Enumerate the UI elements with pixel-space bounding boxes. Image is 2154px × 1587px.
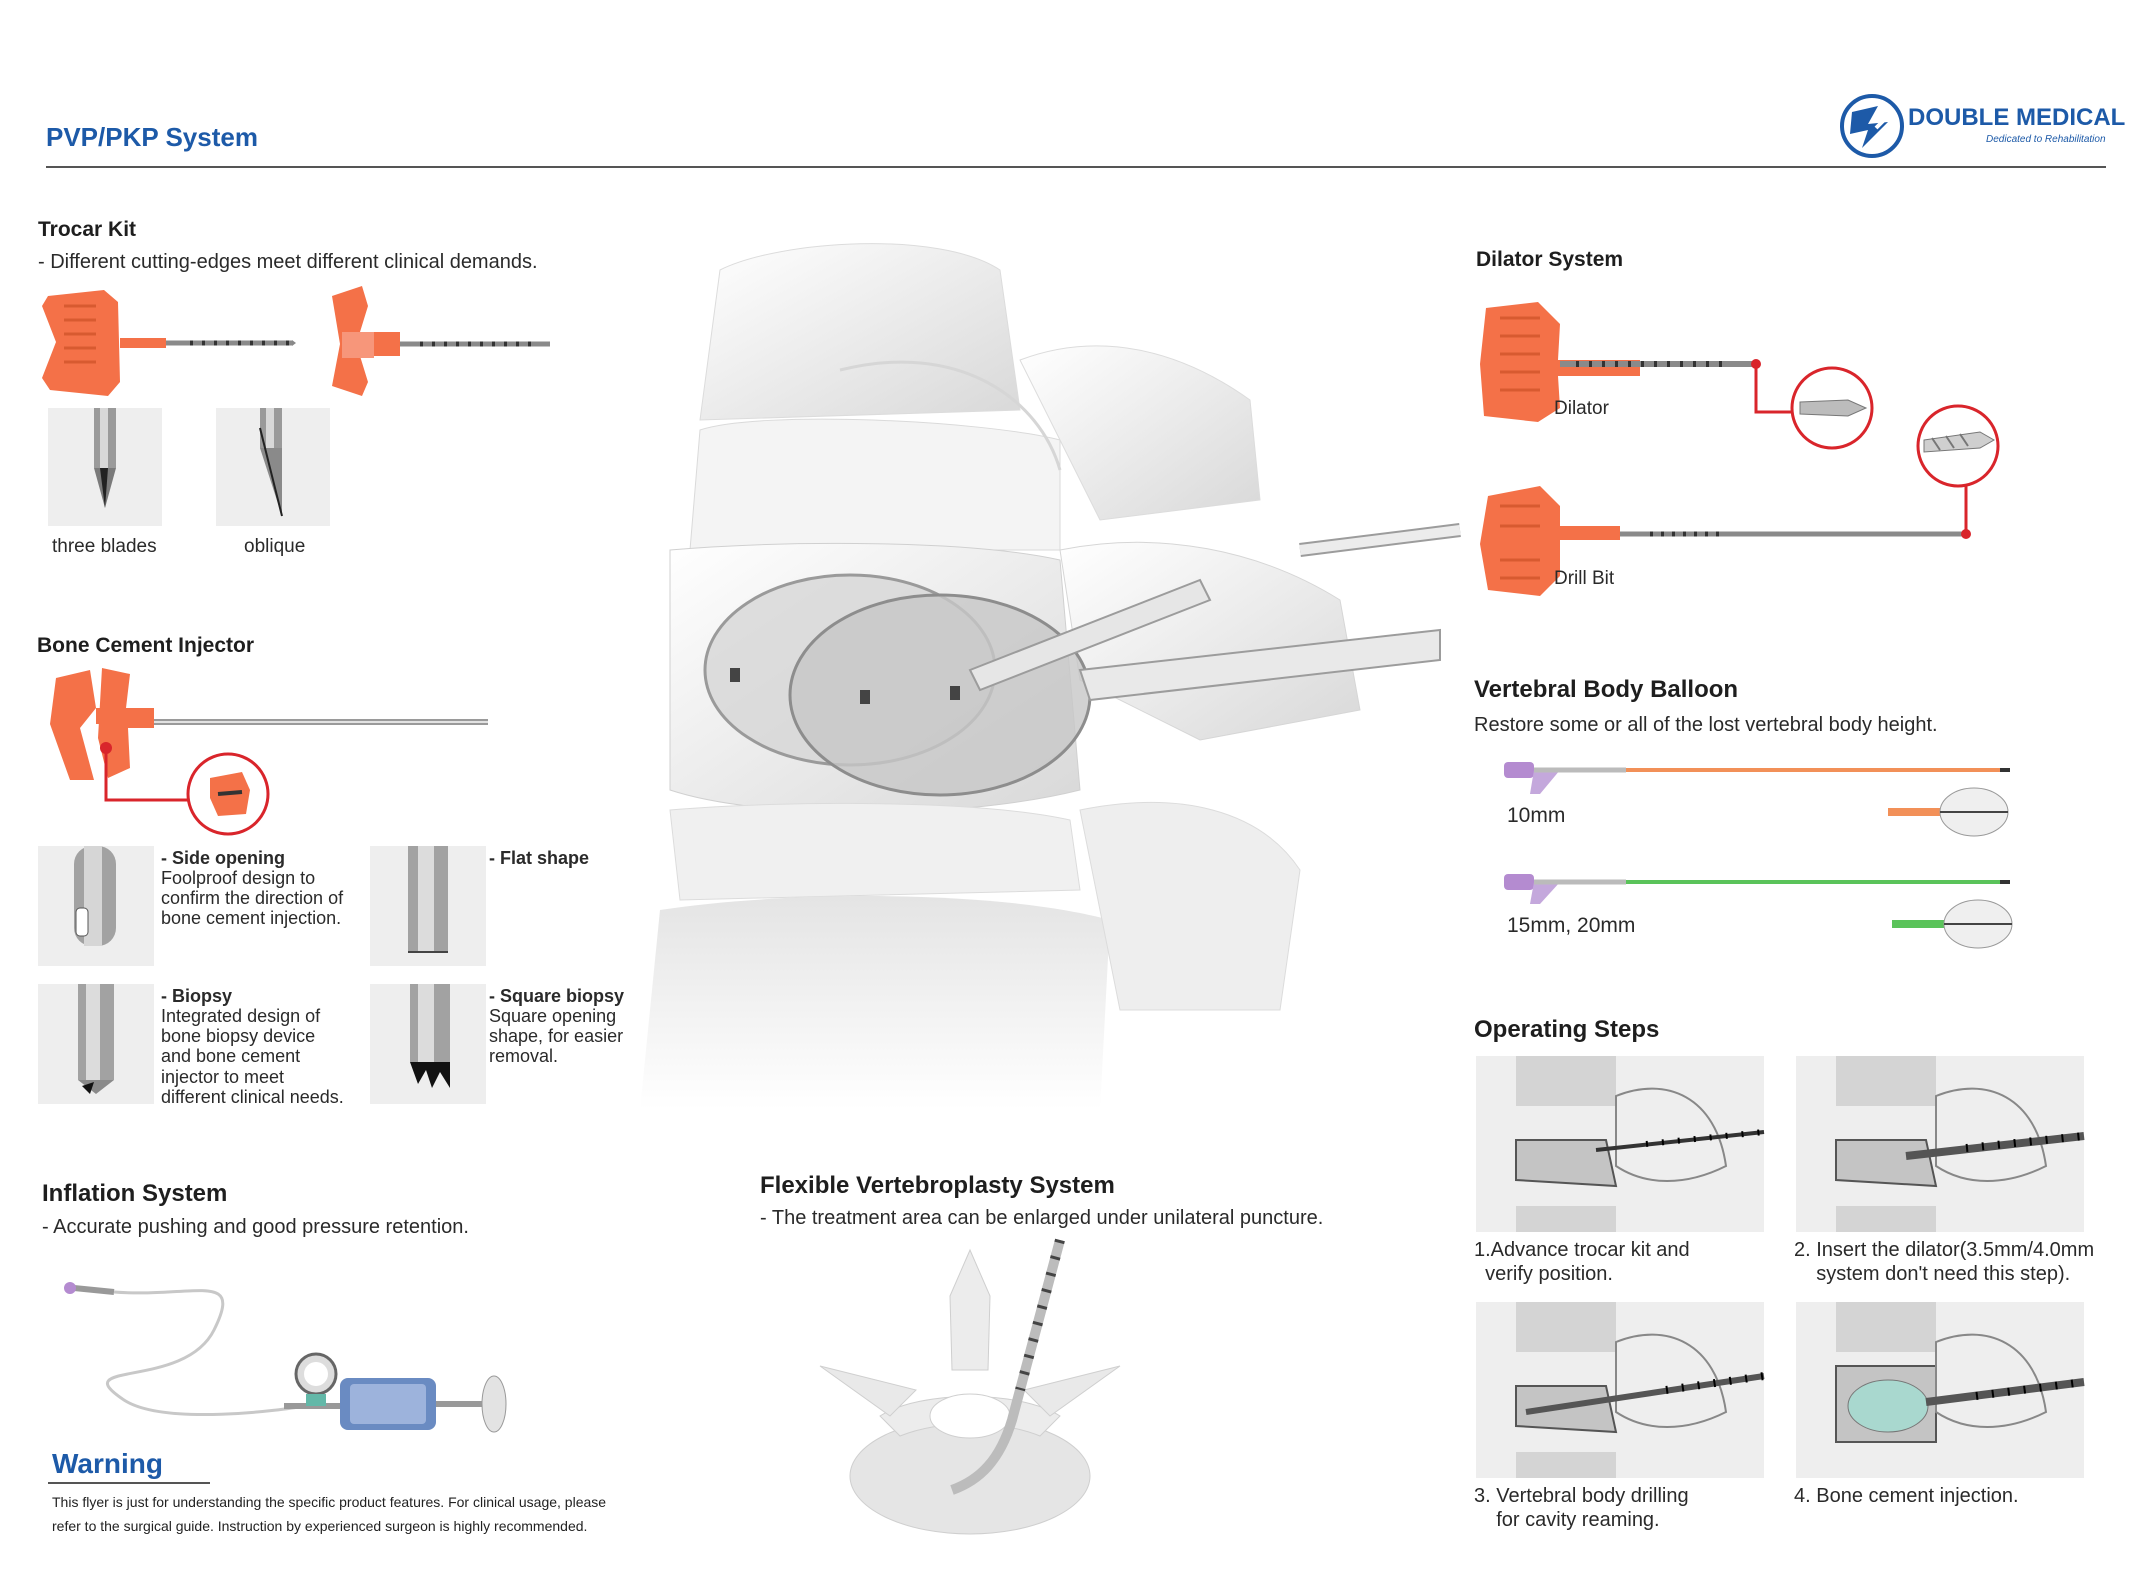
step-1-caption: 1.Advance trocar kit and verify position… <box>1474 1239 1690 1285</box>
spine-balloon-illustration <box>640 243 1461 1110</box>
drill-bit-label: Drill Bit <box>1554 568 1615 589</box>
step-4-image <box>1796 1302 2085 1478</box>
inflation-title: Inflation System <box>42 1180 228 1207</box>
flexible-title: Flexible Vertebroplasty System <box>760 1172 1115 1199</box>
balloon-devices <box>1504 762 2013 949</box>
balloon-size-10: 10mm <box>1507 804 1566 827</box>
balloon-size-15-20: 15mm, 20mm <box>1507 914 1636 937</box>
brand-name: DOUBLE MEDICAL <box>1908 104 2126 131</box>
flexible-desc: - The treatment area can be enlarged und… <box>760 1207 1324 1229</box>
brand-logo: DOUBLE MEDICAL Dedicated to Rehabilitati… <box>1838 92 2125 164</box>
header-divider <box>46 166 2106 168</box>
step-1-image <box>1476 1056 1765 1232</box>
trocar-title: Trocar Kit <box>38 218 137 241</box>
feature-biopsy: - Biopsy Integrated design of bone biops… <box>161 986 361 1107</box>
feature-square-biopsy: - Square biopsy Square opening shape, fo… <box>489 986 639 1067</box>
dilator-title: Dilator System <box>1476 248 1624 271</box>
step-4-caption: 4. Bone cement injection. <box>1794 1485 2019 1507</box>
trocar-desc: - Different cutting-edges meet different… <box>38 251 538 273</box>
tip-label-three-blades: three blades <box>52 536 157 557</box>
injector-device <box>50 668 488 836</box>
balloon-desc: Restore some or all of the lost vertebra… <box>1474 714 1938 736</box>
feature-square-biopsy-title: - Square biopsy <box>489 986 625 1006</box>
brand-tagline: Dedicated to Rehabilitation <box>1986 134 2106 145</box>
flexible-vertebra-illustration <box>819 1238 1121 1535</box>
step-3-image <box>1476 1302 1765 1478</box>
page-title: PVP/PKP System <box>46 122 258 152</box>
inflation-device <box>64 1282 507 1433</box>
double-medical-logo-icon <box>1840 94 1904 158</box>
trocar-devices <box>42 286 550 396</box>
balloon-title: Vertebral Body Balloon <box>1474 676 1739 703</box>
feature-square-biopsy-desc: Square opening shape, for easier removal… <box>489 1006 624 1067</box>
balloon-15-20mm <box>1504 874 2013 949</box>
dilator-label: Dilator <box>1554 398 1609 419</box>
injector-title: Bone Cement Injector <box>37 634 255 657</box>
feature-flat-shape-title: - Flat shape <box>489 848 590 868</box>
trocar-handle-1 <box>42 290 296 396</box>
step-2-image <box>1796 1056 2085 1232</box>
tip-biopsy-image <box>38 984 154 1104</box>
warning-underline <box>48 1482 210 1484</box>
trocar-handle-2 <box>332 286 550 396</box>
step-2-caption: 2. Insert the dilator(3.5mm/4.0mm system… <box>1794 1239 2095 1285</box>
warning-title: Warning <box>52 1448 163 1479</box>
steps-title: Operating Steps <box>1474 1016 1660 1043</box>
tip-three-blades-image <box>48 408 162 526</box>
warning-text: This flyer is just for understanding the… <box>52 1494 607 1534</box>
dilator-device <box>1480 302 1874 450</box>
step-3-caption: 3. Vertebral body drilling for cavity re… <box>1474 1485 1689 1531</box>
balloon-10mm <box>1504 762 2010 837</box>
feature-side-opening-title: - Side opening <box>161 848 285 868</box>
feature-flat-shape: - Flat shape <box>489 848 639 868</box>
inflation-desc: - Accurate pushing and good pressure ret… <box>42 1216 469 1238</box>
feature-biopsy-title: - Biopsy <box>161 986 233 1006</box>
tip-flat-shape-image <box>370 846 486 966</box>
tip-label-oblique: oblique <box>244 536 306 557</box>
tip-square-biopsy-image <box>370 984 486 1104</box>
drill-bit-device <box>1480 404 2000 596</box>
feature-side-opening: - Side opening Foolproof design to confi… <box>161 848 361 929</box>
tip-oblique-image <box>216 408 330 526</box>
tip-side-opening-image <box>38 846 154 966</box>
dilator-devices <box>1480 302 2000 596</box>
feature-biopsy-desc: Integrated design of bone biopsy device … <box>161 1006 344 1107</box>
feature-side-opening-desc: Foolproof design to confirm the directio… <box>161 868 344 929</box>
